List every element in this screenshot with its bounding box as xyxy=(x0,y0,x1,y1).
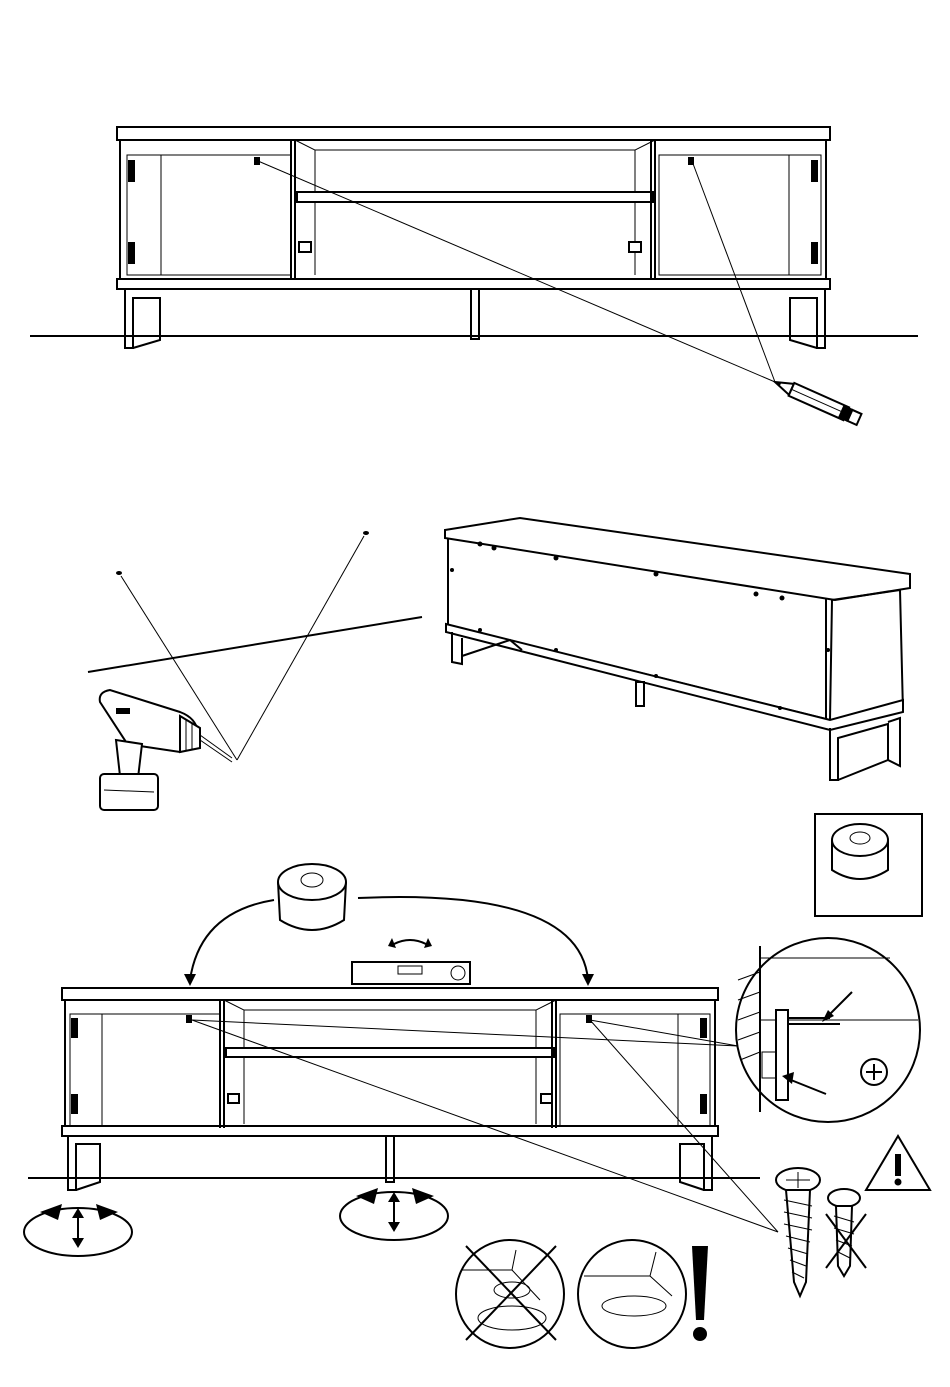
screwdriver-phillips-icon xyxy=(861,1059,887,1085)
tv-unit-base xyxy=(117,279,830,289)
drill-mark-left xyxy=(116,571,122,575)
step-1-mark-wall xyxy=(30,127,918,426)
wall-floor-edge xyxy=(88,617,422,672)
spirit-level-icon xyxy=(352,938,470,984)
right-foot-detail xyxy=(578,1240,686,1348)
adjust-foot-center-icon xyxy=(340,1188,448,1240)
drill-icon xyxy=(100,690,232,810)
step-3-mount xyxy=(24,814,930,1348)
step-2-drill xyxy=(88,518,910,810)
screw-icon xyxy=(776,1168,820,1296)
left-compartment xyxy=(161,155,291,275)
warning-icon xyxy=(866,1136,930,1190)
tv-unit-top xyxy=(117,127,830,140)
tv-unit-body xyxy=(120,140,826,280)
screw-small-crossed-icon xyxy=(826,1189,866,1276)
exclamation-icon xyxy=(692,1246,708,1341)
center-leg xyxy=(471,289,479,339)
adjust-foot-left-icon xyxy=(24,1204,132,1256)
right-compartment xyxy=(659,155,789,275)
wall-detail-circle xyxy=(736,938,920,1122)
tv-unit-back-view xyxy=(445,518,910,780)
spacer-icon xyxy=(832,824,888,879)
drill-mark-right xyxy=(363,531,369,535)
tv-unit-top-3 xyxy=(62,988,718,1000)
wrong-foot-detail xyxy=(456,1240,564,1348)
spacer-large-icon xyxy=(278,864,346,930)
pencil-icon xyxy=(772,376,862,426)
